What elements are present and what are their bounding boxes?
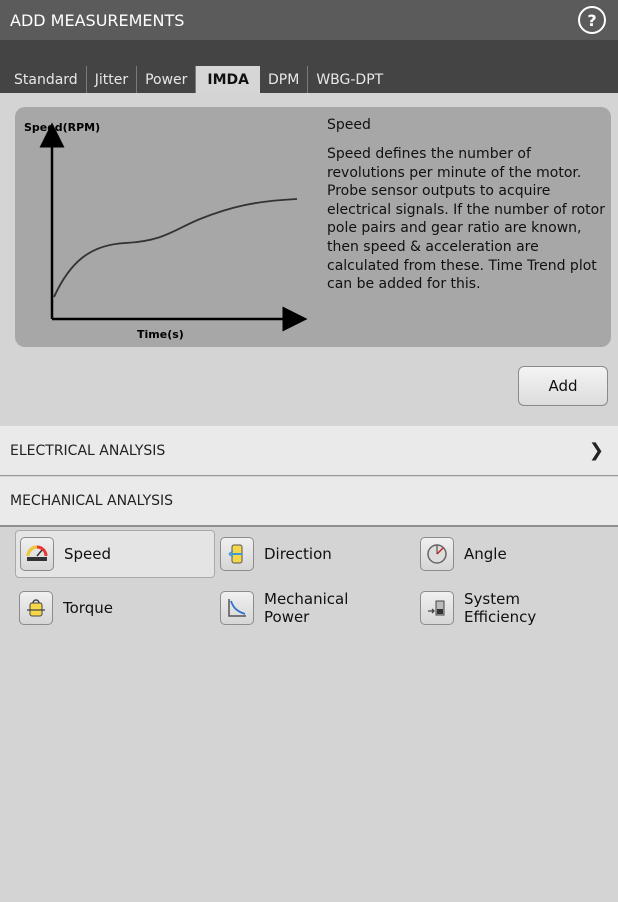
direction-icon xyxy=(220,537,254,571)
tab-wbg-dpt[interactable]: WBG-DPT xyxy=(316,71,384,88)
measurement-direction[interactable]: Direction xyxy=(220,530,410,578)
mechanical-power-icon xyxy=(220,591,254,625)
chevron-right-icon: ❯ xyxy=(588,440,604,461)
add-button[interactable]: Add xyxy=(518,366,608,406)
direction-label: Direction xyxy=(264,545,332,563)
measurement-description: Speed defines the number of revolutions … xyxy=(327,146,605,293)
tab-power[interactable]: Power xyxy=(137,66,197,93)
window-title: ADD MEASUREMENTS xyxy=(10,10,185,30)
mechanical-analysis-header[interactable]: MECHANICAL ANALYSIS xyxy=(0,477,618,527)
measurement-preview-card: Speed(RPM) Time(s) Speed Speed defines t… xyxy=(15,107,611,347)
electrical-analysis-label: ELECTRICAL ANALYSIS xyxy=(10,442,166,459)
graph-x-label: Time(s) xyxy=(137,328,184,341)
tab-standard[interactable]: Standard xyxy=(6,66,87,93)
mechanical-power-label: Mechanical Power xyxy=(264,590,349,626)
speed-graph-illustration: Speed(RPM) Time(s) xyxy=(24,121,308,341)
measurement-system-efficiency[interactable]: System Efficiency xyxy=(420,584,610,632)
speed-label: Speed xyxy=(64,545,112,563)
torque-label: Torque xyxy=(63,599,113,617)
system-efficiency-icon xyxy=(420,591,454,625)
title-bar: ADD MEASUREMENTS ? xyxy=(0,0,618,40)
measurement-speed[interactable]: Speed xyxy=(15,530,215,578)
speed-gauge-icon xyxy=(20,537,54,571)
torque-icon xyxy=(19,591,53,625)
system-efficiency-label: System Efficiency xyxy=(464,590,537,626)
electrical-analysis-header[interactable]: ELECTRICAL ANALYSIS ❯ xyxy=(0,426,618,476)
mechanical-analysis-label: MECHANICAL ANALYSIS xyxy=(10,493,174,509)
measurement-angle[interactable]: Angle xyxy=(420,530,610,578)
measurement-mechanical-power[interactable]: Mechanical Power xyxy=(220,584,410,632)
help-icon[interactable]: ? xyxy=(578,6,606,34)
tab-bar: Standard Jitter Power IMDA DPM WBG-DPT xyxy=(0,40,618,93)
speed-curve xyxy=(53,198,298,298)
tab-jitter[interactable]: Jitter xyxy=(87,66,138,93)
measurement-torque[interactable]: Torque xyxy=(15,584,215,632)
angle-icon xyxy=(420,537,454,571)
tab-imda[interactable]: IMDA xyxy=(196,66,261,93)
tab-dpm[interactable]: DPM xyxy=(260,66,309,93)
angle-label: Angle xyxy=(464,545,507,563)
measurement-title: Speed xyxy=(327,117,371,133)
graph-y-label: Speed(RPM) xyxy=(24,121,100,134)
